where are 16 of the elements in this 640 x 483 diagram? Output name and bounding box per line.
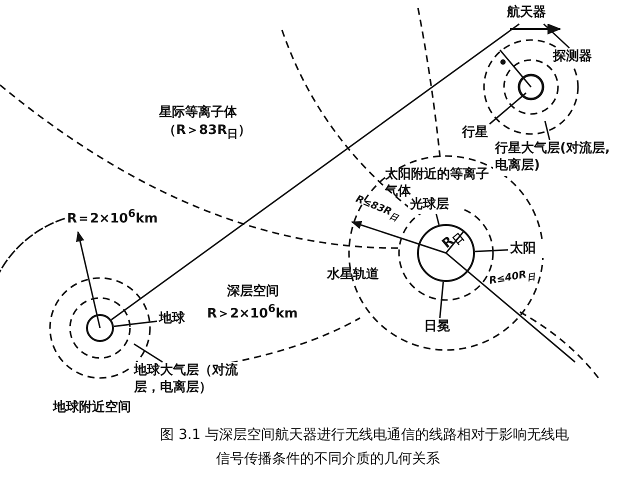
sun-label: 太阳 — [508, 240, 544, 258]
region-label: 地球附近空间 — [52, 399, 132, 416]
region-label: 星际等离子体 — [158, 104, 238, 121]
leader-line — [543, 23, 570, 49]
photosphere-label: 光球层 — [408, 196, 460, 214]
leader-line — [436, 214, 440, 226]
leader-line — [439, 282, 444, 318]
figure-caption: 图 3.1 与深层空间航天器进行无线电通信的线路相对于影响无线电信号传播条件的不同介质的几何关系 — [160, 426, 570, 469]
orbit-label: 水星轨道 — [326, 266, 380, 283]
leader-line — [134, 343, 163, 363]
radius-note: R＞2×10$^{6}$km — [206, 301, 299, 322]
signal-path — [110, 23, 520, 320]
leader-line — [544, 120, 550, 140]
earth-circle — [86, 314, 114, 342]
radius-note: （R＞83R$_{日}$） — [162, 122, 252, 143]
region-label: 深层空间 — [226, 283, 280, 300]
